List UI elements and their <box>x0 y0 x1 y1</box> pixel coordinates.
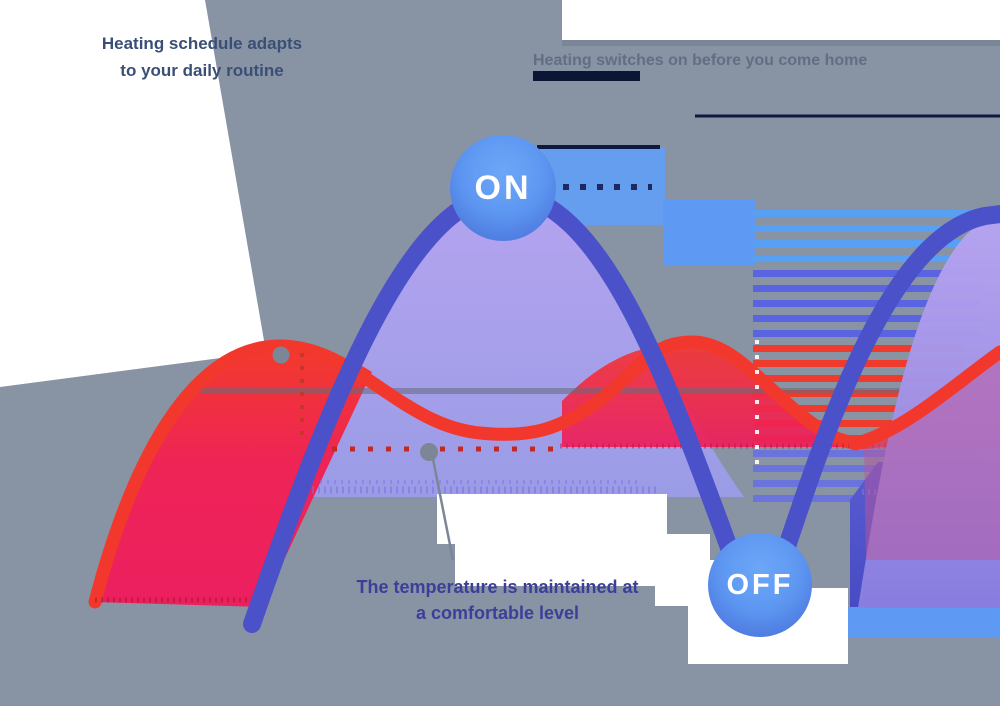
blue-wave <box>243 184 1000 633</box>
baseline-band <box>200 388 1000 394</box>
dotted-guides <box>300 184 759 468</box>
caption-bottom: The temperature is maintained at a comfo… <box>285 574 710 626</box>
second-peak <box>848 216 1000 608</box>
navy-accents <box>533 71 1000 149</box>
caption-top-left-line2: to your daily routine <box>120 61 284 80</box>
caption-bottom-line1: The temperature is maintained at <box>356 577 639 597</box>
caption-top-right-text: Heating switches on before you come home <box>533 52 868 69</box>
on-badge: ON <box>450 135 556 241</box>
on-badge-label: ON <box>474 168 532 207</box>
blue-band <box>818 607 1000 638</box>
caption-top-left-line1: Heating schedule adapts <box>101 34 303 53</box>
caption-top-right: Heating switches on before you come home <box>533 52 883 70</box>
red-hump-fill <box>95 347 372 607</box>
field-top-edge-shadow <box>562 40 1000 46</box>
markers <box>272 346 455 561</box>
beam-block-right <box>663 199 755 265</box>
off-badge-label: OFF <box>726 568 794 601</box>
off-badge: OFF <box>708 533 812 637</box>
caption-bottom-line2: a comfortable level <box>415 603 580 623</box>
caption-top-left: Heating schedule adapts to your daily ro… <box>84 30 320 84</box>
